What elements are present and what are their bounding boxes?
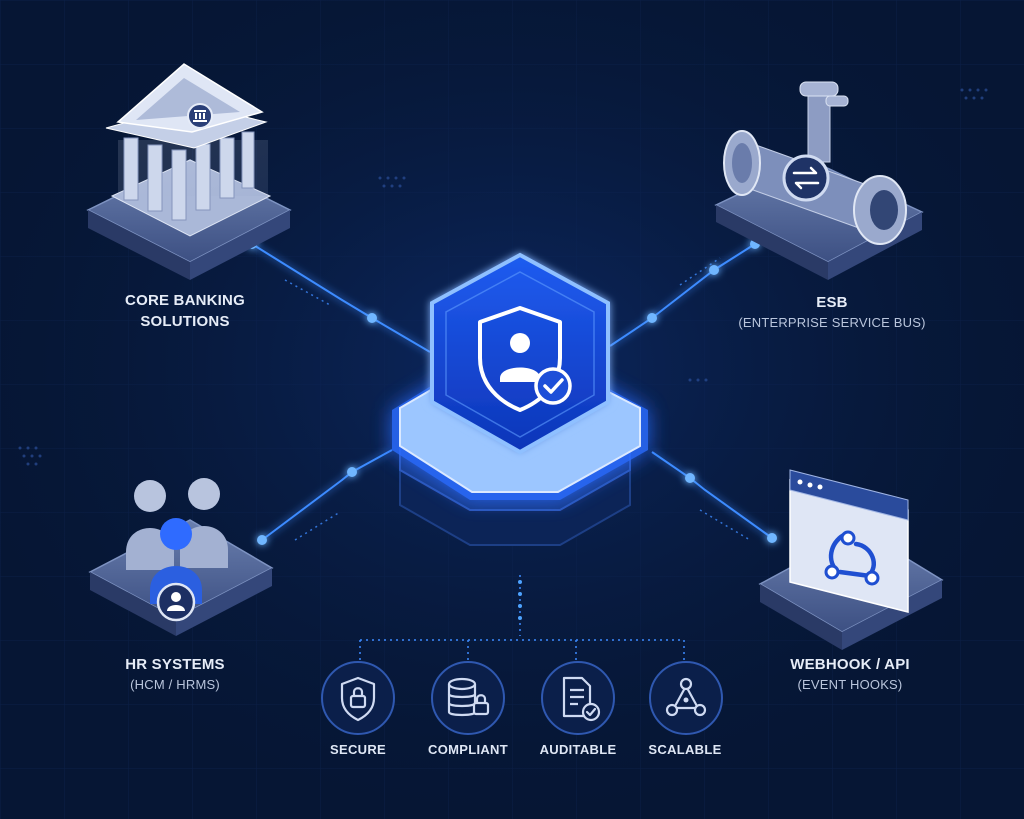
webhook-api-title: WEBHOOK / API <box>790 656 910 673</box>
feature-badge-auditable <box>541 661 615 735</box>
shield-user-check-icon <box>478 306 572 412</box>
connector-esb <box>609 243 756 347</box>
esb-title: ESB <box>816 294 848 311</box>
bank-building-icon <box>105 63 272 237</box>
hr-systems-subtitle: (HCM / HRMS) <box>130 677 220 692</box>
feature-label-scalable: SCALABLE <box>648 742 722 757</box>
feature-label-secure: SECURE <box>330 742 386 757</box>
hub-hexagon <box>430 252 610 455</box>
webhook-api-subtitle: (EVENT HOOKS) <box>797 677 903 692</box>
decorative-dots <box>18 88 988 466</box>
people-group-icon <box>126 478 228 622</box>
core-banking-node <box>86 63 292 280</box>
hr-systems-node <box>88 478 274 636</box>
document-check-icon <box>562 676 601 722</box>
connector-webhook <box>651 451 773 539</box>
feature-label-auditable: AUDITABLE <box>539 742 617 757</box>
pipe-icon <box>723 81 907 245</box>
core-banking-label: CORE BANKING SOLUTIONS <box>105 290 265 332</box>
core-banking-title-line2: SOLUTIONS <box>140 313 230 330</box>
hr-systems-label: HR SYSTEMS (HCM / HRMS) <box>95 654 255 695</box>
hr-systems-title: HR SYSTEMS <box>125 656 225 673</box>
feature-label-compliant: COMPLIANT <box>428 742 508 757</box>
central-hub <box>392 252 648 546</box>
network-nodes-icon <box>665 677 707 717</box>
database-lock-icon <box>447 677 490 717</box>
feature-badge-secure <box>321 661 395 735</box>
connector-hr <box>261 449 393 541</box>
connector-dotted-guides <box>284 257 751 541</box>
connectors <box>251 243 773 541</box>
core-banking-title-line1: CORE BANKING <box>125 292 245 309</box>
webhook-api-label: WEBHOOK / API (EVENT HOOKS) <box>770 654 930 695</box>
feature-badge-compliant <box>431 661 505 735</box>
esb-node <box>714 81 924 280</box>
esb-subtitle: (ENTERPRISE SERVICE BUS) <box>738 315 926 330</box>
webhook-window-icon <box>789 469 909 613</box>
webhook-api-node <box>758 469 944 650</box>
feature-badge-scalable <box>649 661 723 735</box>
connector-core-banking <box>251 243 431 353</box>
esb-label: ESB (ENTERPRISE SERVICE BUS) <box>722 292 942 333</box>
lock-shield-icon <box>340 676 376 722</box>
